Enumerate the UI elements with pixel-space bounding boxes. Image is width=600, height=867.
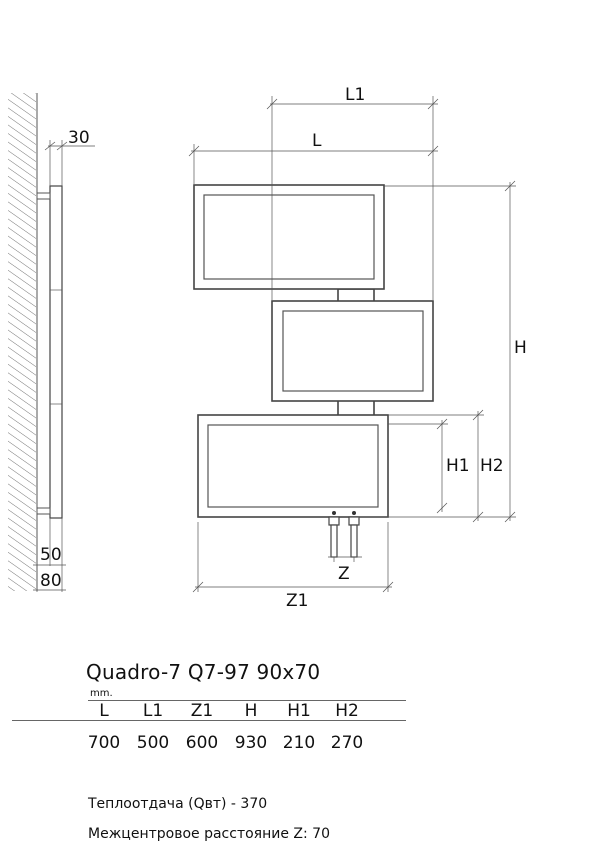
center-distance-note: Межцентровое расстояние Z: 70 [88,826,330,842]
panel-middle-inner [282,310,424,392]
dim-Z1: Z1 [286,591,308,611]
unit-label: mm. [90,688,113,699]
value-L1: 500 [136,733,170,753]
connector-bottom [337,399,375,417]
dim-wall-offset: 30 [68,128,90,148]
dim-Z: Z [338,564,350,584]
top-bracket [36,192,51,200]
panel-top [193,184,385,290]
panel-middle [271,300,434,402]
rule-top [88,700,406,701]
header-Z1: Z1 [190,701,214,721]
wall-hatch [8,93,36,591]
value-H1: 210 [282,733,316,753]
panel-bottom-inner [207,424,379,508]
header-L1: L1 [142,701,164,721]
dim-L1: L1 [345,85,365,105]
value-H2: 270 [330,733,364,753]
dim-H2: H2 [480,456,504,476]
value-Z1: 600 [185,733,219,753]
pipe-connectors [328,511,360,558]
dim-bracket-80: 80 [40,571,62,591]
panel-top-inner [203,194,375,280]
panel-bottom [197,414,389,518]
value-H: 930 [234,733,268,753]
side-radiator-profile [49,185,63,519]
header-L: L [99,701,109,721]
connector-top [337,288,375,303]
side-view: 30 50 80 [8,93,95,592]
dim-H: H [514,338,527,358]
heat-output-note: Теплоотдача (Qвт) - 370 [88,796,268,812]
header-H: H [244,701,258,721]
dim-L: L [312,131,322,151]
header-H1: H1 [287,701,311,721]
model-title: Quadro-7 Q7-97 90x70 [86,660,321,684]
value-L: 700 [87,733,121,753]
header-H2: H2 [335,701,359,721]
dim-bracket-50: 50 [40,545,62,565]
bottom-bracket [36,507,51,515]
dim-H1: H1 [446,456,470,476]
front-view: L1 L H H1 H2 Z [188,85,527,611]
rule-under-headers [12,720,406,721]
